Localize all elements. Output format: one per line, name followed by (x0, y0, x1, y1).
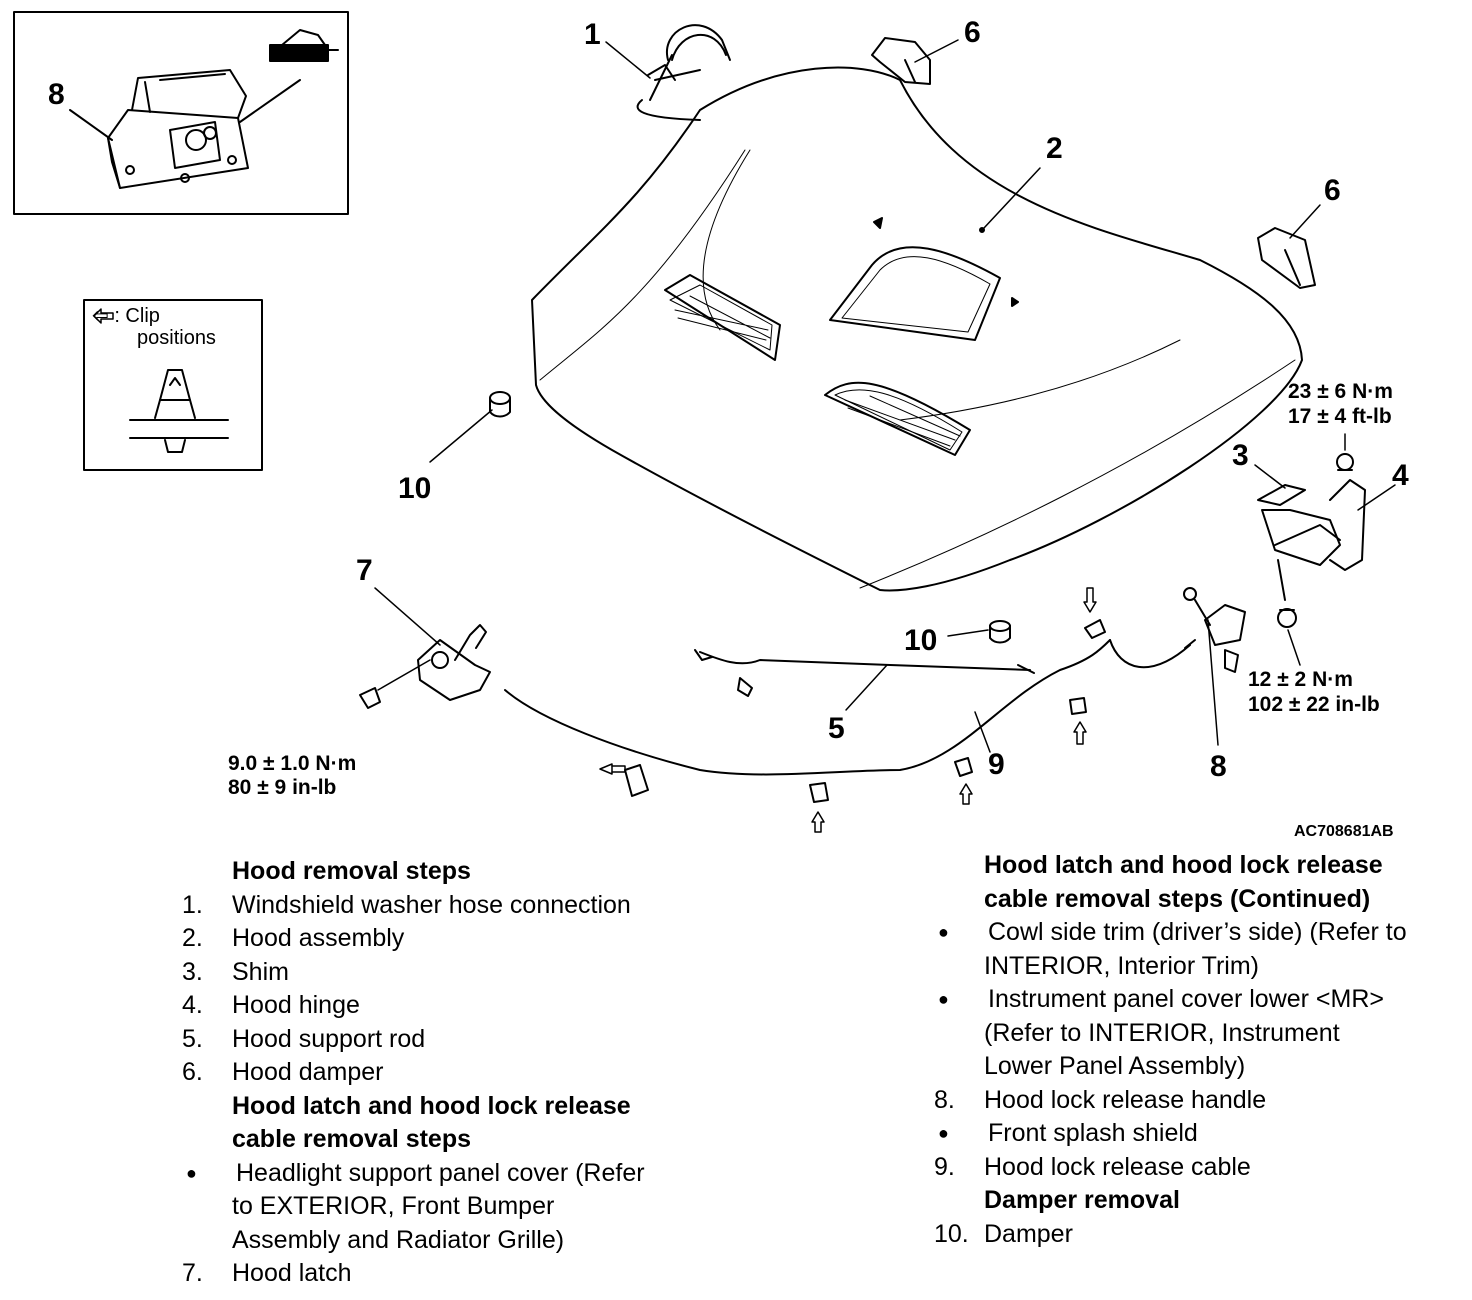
callout-9: 9 (988, 748, 1005, 781)
heading-continued: Hood latch and hood lock release (984, 851, 1383, 879)
callout-8-inset: 8 (48, 78, 65, 111)
release-handle-inset-drawing (107, 29, 339, 189)
bullet-icon: ● (938, 1123, 949, 1143)
callout-2: 2 (1046, 132, 1063, 165)
torque-latch-nm: 9.0 ± 1.0 N·m (228, 752, 356, 775)
callout-10-upper: 10 (398, 472, 431, 505)
list-item: 6.Hood damper (182, 1058, 384, 1086)
hood-exploded-diagram: 1 2 6 6 8 10 3 4 7 10 5 9 8 23 ± 6 N·m 1… (13, 11, 1409, 840)
heading-latch-cable: Hood latch and hood lock release (232, 1091, 631, 1120)
list-item: 4.Hood hinge (182, 991, 360, 1019)
heading-hood-removal: Hood removal steps (232, 857, 471, 885)
bullet-icon: ● (938, 989, 949, 1009)
bullet-icon: ● (186, 1162, 197, 1183)
callout-7: 7 (356, 554, 373, 587)
leader-line (69, 109, 113, 141)
list-item: 8.Hood lock release handle (934, 1085, 1267, 1114)
leader-lines (374, 39, 1396, 753)
damper-rubber-upper (489, 391, 511, 418)
hood-hinge-drawing (1257, 453, 1366, 628)
handle-inset-frame (13, 11, 349, 215)
callout-10-lower: 10 (904, 624, 937, 657)
hood-damper-top (871, 37, 931, 85)
torque-hinge-upper-nm: 23 ± 6 N·m (1288, 380, 1393, 403)
callout-8: 8 (1210, 750, 1227, 783)
clip-icon (129, 369, 229, 453)
list-item: 1.Windshield washer hose connection (182, 890, 631, 919)
callout-4: 4 (1392, 459, 1409, 492)
hood-assembly-drawing (531, 66, 1303, 592)
clip-legend-line1: ⇦ : Clip (92, 305, 160, 327)
hood-damper-right (1257, 227, 1316, 289)
clip-legend-line2: positions (137, 327, 216, 349)
list-item: 3.Shim (182, 957, 289, 986)
damper-rubber-lower (989, 620, 1011, 644)
latch-cable-steps-continued: Hood latch and hood lock release cable r… (934, 849, 1464, 1251)
callout-6-top: 6 (964, 16, 981, 49)
list-item: ●Front splash shield (934, 1117, 1464, 1151)
clip-legend-frame (83, 299, 263, 471)
figure-code: AC708681AB (1294, 823, 1394, 840)
callout-5: 5 (828, 712, 845, 745)
list-item: ●Headlight support panel cover (Refer (182, 1157, 742, 1191)
callout-3: 3 (1232, 439, 1249, 472)
list-item: 9.Hood lock release cable (934, 1152, 1251, 1181)
list-item: 2.Hood assembly (182, 924, 405, 952)
release-cable-drawing (504, 619, 1196, 776)
hood-removal-steps: Hood removal steps 1.Windshield washer h… (182, 855, 742, 1291)
release-handle-drawing (1183, 587, 1246, 673)
list-item: ●Cowl side trim (driver’s side) (Refer t… (934, 916, 1464, 950)
list-item: ●Instrument panel cover lower <MR> (934, 983, 1464, 1017)
callout-6-right: 6 (1324, 174, 1341, 207)
hood-support-rod-drawing (694, 649, 1035, 697)
callout-1: 1 (584, 18, 601, 51)
torque-latch-inlb: 80 ± 9 in-lb (228, 776, 336, 799)
list-item: 7.Hood latch (182, 1259, 352, 1287)
bullet-icon: ● (938, 922, 949, 942)
torque-hinge-lower-inlb: 102 ± 22 in-lb (1248, 693, 1380, 716)
cable-clips (624, 697, 1087, 803)
clip-arrow-icons (93, 308, 1097, 833)
washer-hose-drawing (636, 24, 731, 121)
torque-hinge-lower-nm: 12 ± 2 N·m (1248, 668, 1353, 691)
list-item: 10.Damper (934, 1219, 1073, 1248)
list-item: 5.Hood support rod (182, 1024, 426, 1053)
heading-damper-removal: Damper removal (984, 1186, 1180, 1214)
torque-hinge-upper-ftlb: 17 ± 4 ft-lb (1288, 405, 1392, 428)
hood-latch-drawing (359, 624, 491, 709)
